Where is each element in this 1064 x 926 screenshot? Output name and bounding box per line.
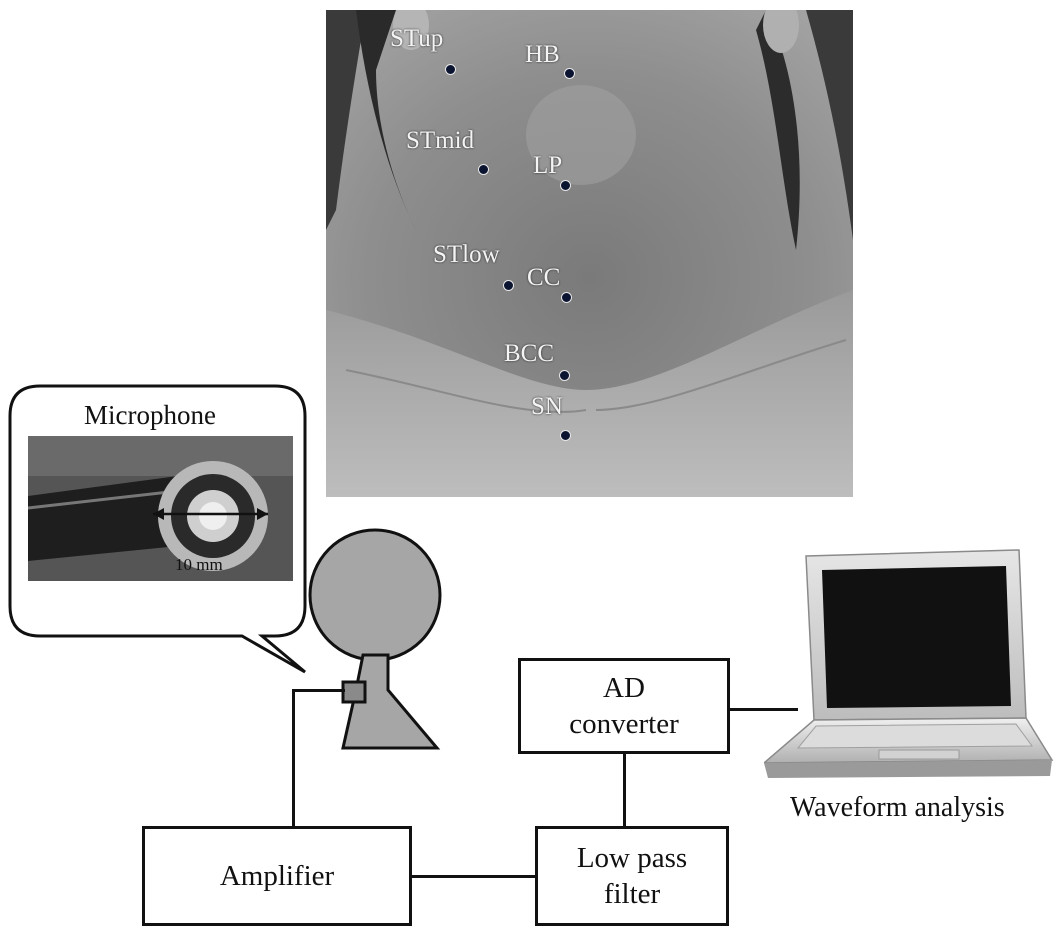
point-label-stup: STup <box>390 25 444 52</box>
measurement-point-bcc <box>559 370 570 381</box>
neck-photo-illustration <box>326 10 853 497</box>
head-icon <box>308 528 442 662</box>
amplifier-box: Amplifier <box>142 826 412 926</box>
laptop-icon <box>764 549 1054 778</box>
wire-sensor-left <box>292 689 345 692</box>
point-label-bcc: BCC <box>504 340 555 367</box>
measurement-point-stlow <box>503 280 514 291</box>
microphone-size-label: 10 mm <box>175 555 223 574</box>
measurement-point-sn <box>560 430 571 441</box>
measurement-point-hb <box>564 68 575 79</box>
amplifier-label: Amplifier <box>219 859 335 892</box>
sensor-icon <box>341 680 367 704</box>
low-pass-filter-box: Low pass filter <box>535 826 729 926</box>
waveform-analysis-label: Waveform analysis <box>790 792 1005 823</box>
measurement-point-stup <box>445 64 456 75</box>
point-label-lp: LP <box>533 152 563 179</box>
microphone-icon <box>28 436 293 581</box>
ad-converter-box: AD converter <box>518 658 730 754</box>
point-label-stlow: STlow <box>433 241 500 268</box>
wire-sensor-amplifier <box>292 689 295 829</box>
ad-converter-label: AD converter <box>569 671 679 740</box>
wire-filter-converter <box>623 752 626 828</box>
torso-icon <box>341 653 441 750</box>
measurement-point-lp <box>560 180 571 191</box>
microphone-photo <box>28 436 293 581</box>
measurement-point-cc <box>561 292 572 303</box>
microphone-title: Microphone <box>84 400 216 430</box>
neck-photograph: STup HB STmid LP STlow CC BCC SN <box>326 10 853 497</box>
point-label-hb: HB <box>525 41 560 68</box>
point-label-stmid: STmid <box>406 127 475 154</box>
measurement-point-stmid <box>478 164 489 175</box>
point-label-sn: SN <box>531 393 563 420</box>
point-label-cc: CC <box>527 264 561 291</box>
wire-amplifier-filter <box>410 875 537 878</box>
wire-converter-laptop <box>728 708 798 711</box>
low-pass-filter-label: Low pass filter <box>576 841 688 910</box>
